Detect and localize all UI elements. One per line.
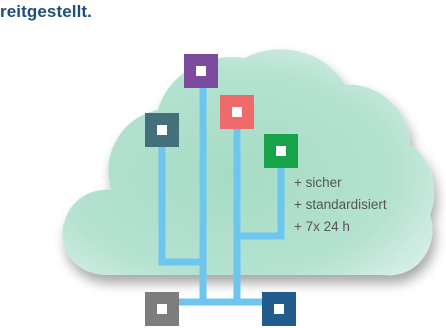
node-purple xyxy=(184,54,218,88)
feature-item: + sicher xyxy=(294,175,342,190)
connector-line xyxy=(237,150,285,240)
page-heading: reitgestellt. xyxy=(0,2,92,21)
node-gray xyxy=(145,292,179,326)
node-blue xyxy=(262,292,296,326)
feature-list: + sicher + standardisiert + 7x 24 h xyxy=(294,172,387,238)
node-green xyxy=(264,134,298,168)
cloud-shape xyxy=(62,49,435,276)
feature-item: + 7x 24 h xyxy=(294,219,350,234)
node-red xyxy=(220,95,254,129)
feature-item: + standardisiert xyxy=(294,197,387,212)
node-teal xyxy=(145,113,179,147)
connector-line xyxy=(158,130,203,266)
